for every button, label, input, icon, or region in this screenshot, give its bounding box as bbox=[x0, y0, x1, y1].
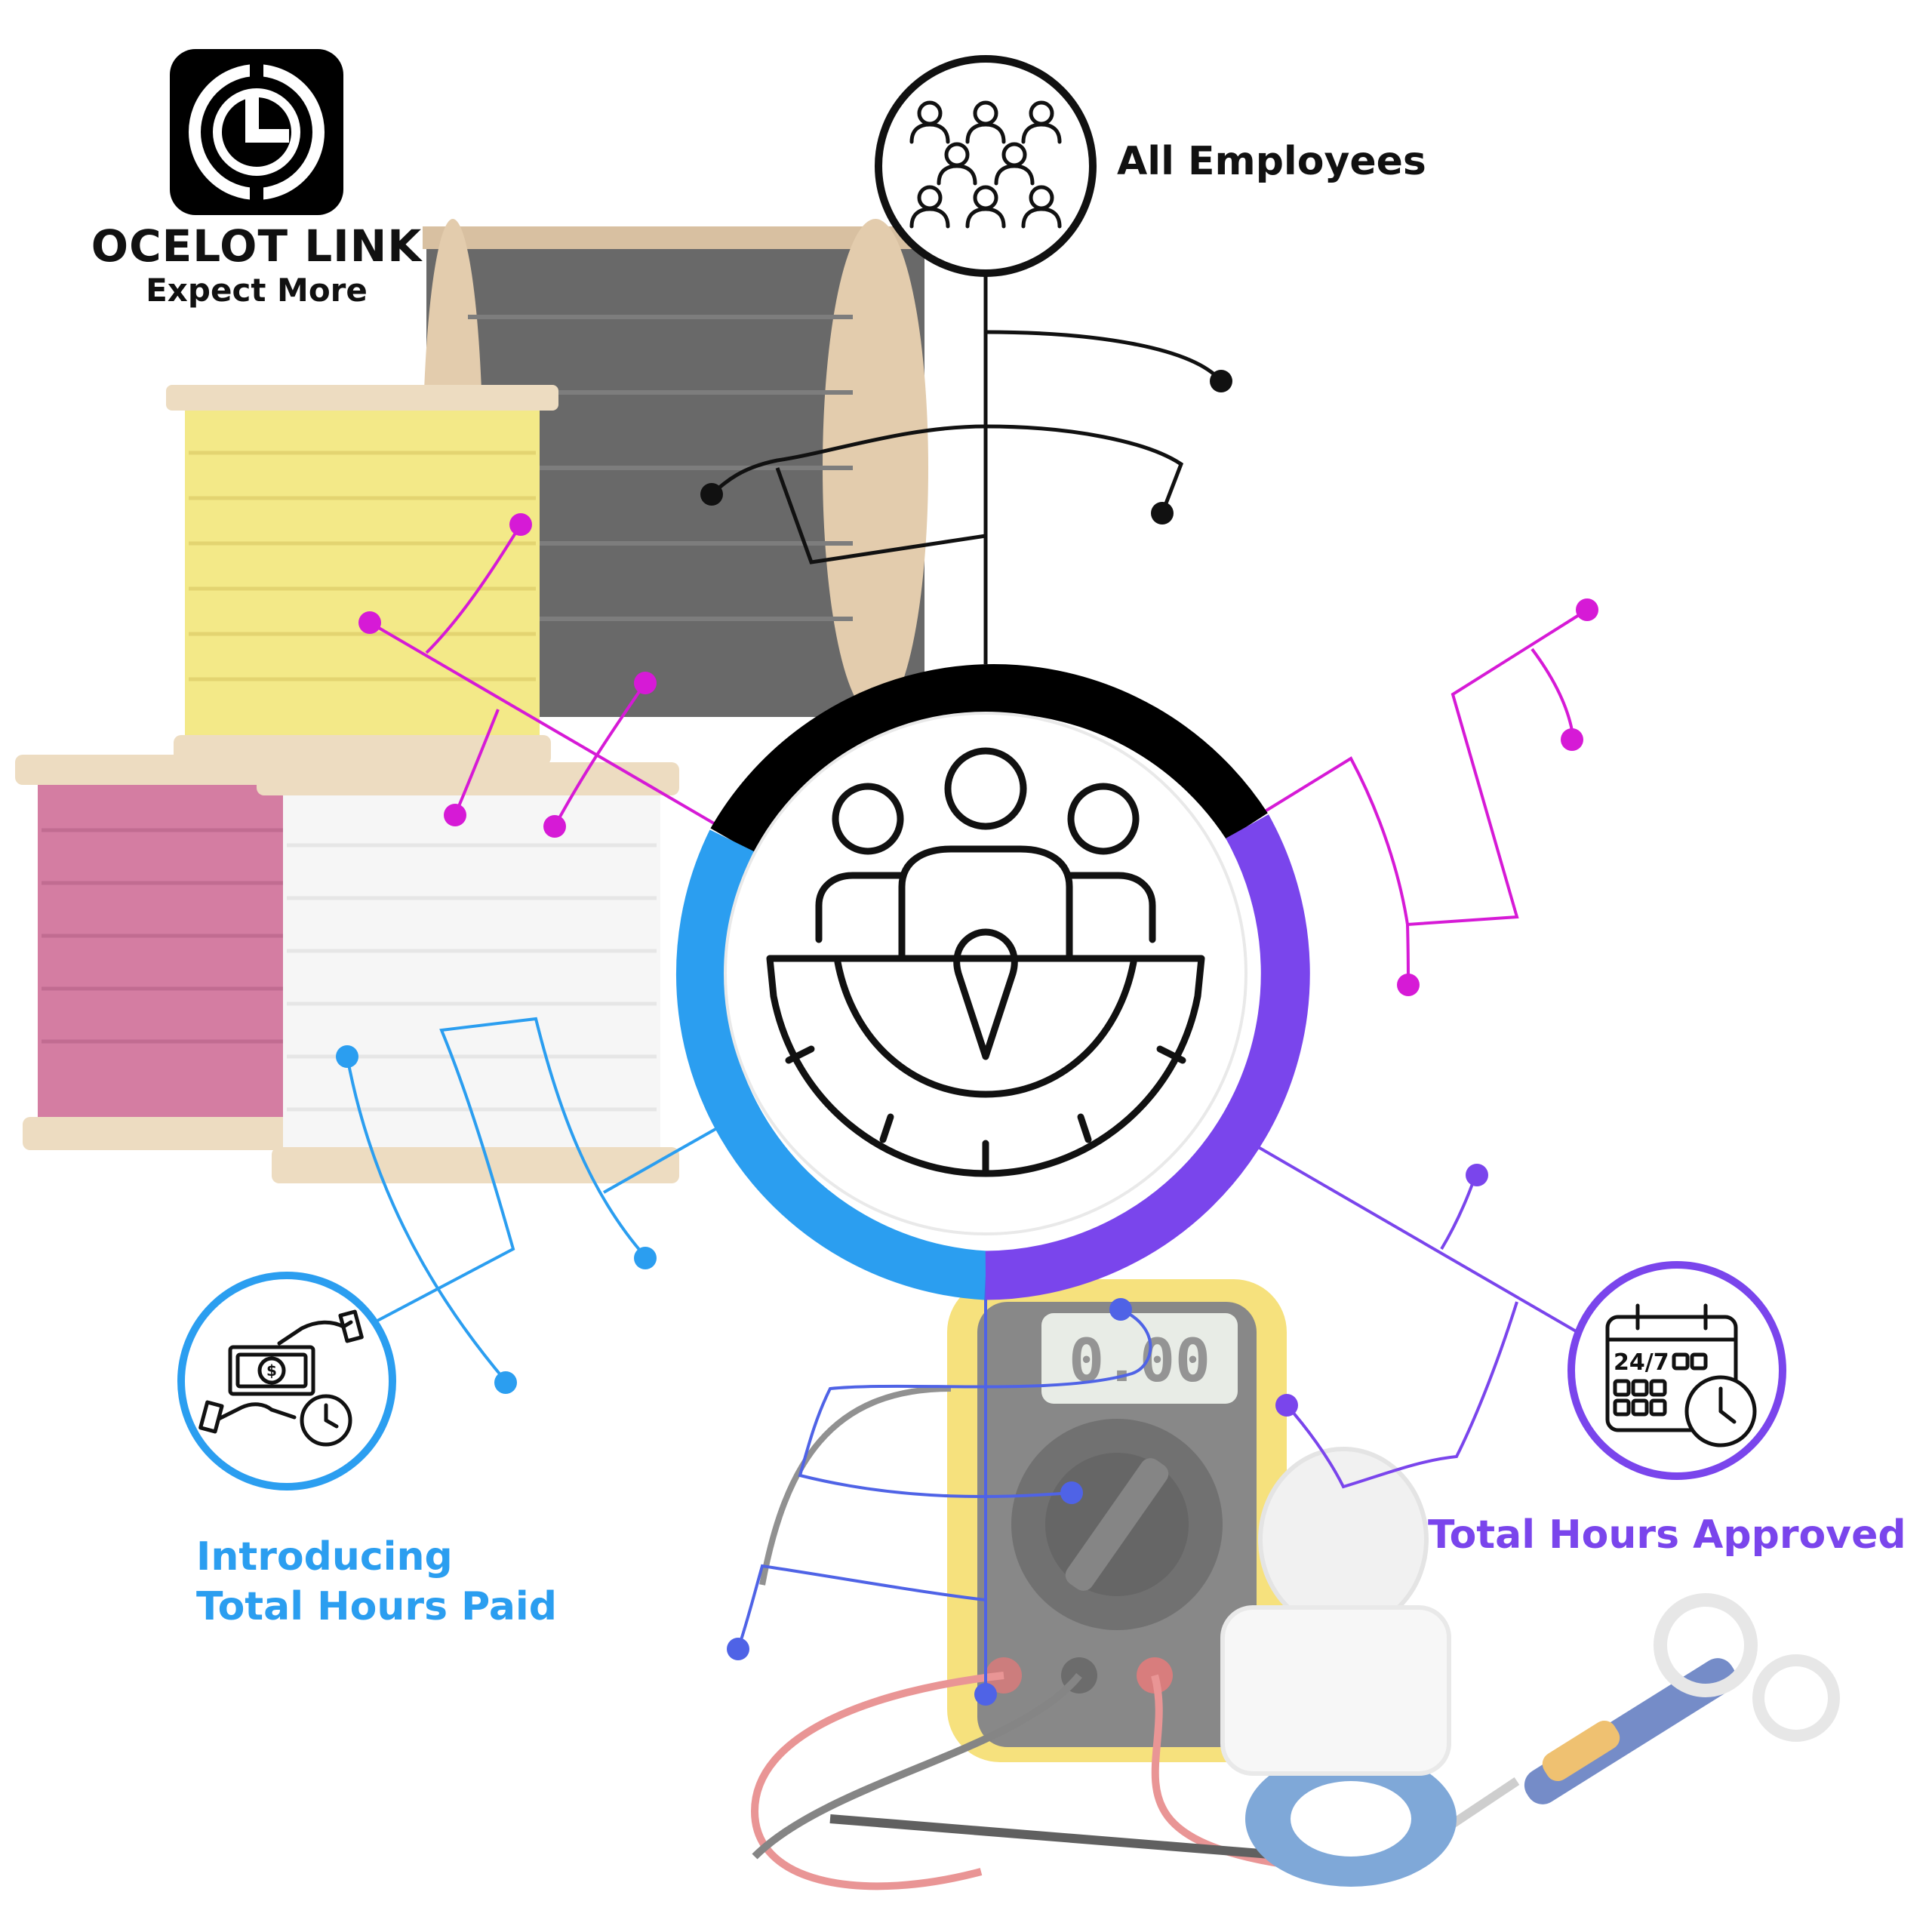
hub-ring-right-segment bbox=[985, 814, 1310, 1300]
total-hours-paid-label: Introducing Total Hours Paid bbox=[196, 1532, 557, 1632]
brand-logo: OCELOT LINK Expect More bbox=[75, 45, 438, 317]
indigo-bottom-connectors bbox=[737, 1275, 1152, 1694]
multimeter: 0.00 bbox=[947, 1279, 1287, 1762]
svg-text:$: $ bbox=[266, 1361, 277, 1380]
clock-l-logo-icon bbox=[189, 63, 325, 202]
logo-badge bbox=[170, 49, 343, 215]
brand-tagline: Expect More bbox=[146, 272, 368, 309]
all-employees-label: All Employees bbox=[1117, 139, 1426, 184]
white-wire-spool bbox=[257, 762, 679, 1183]
all-employees-node bbox=[875, 55, 1097, 277]
purple-right-dots bbox=[1275, 1164, 1488, 1417]
money-hands-clock-icon: $ bbox=[198, 1309, 364, 1447]
tape-roll bbox=[1245, 1751, 1457, 1887]
employees-connectors bbox=[710, 275, 1223, 664]
people-group-icon bbox=[909, 100, 1062, 229]
employees-connector-dots bbox=[700, 370, 1232, 525]
svg-text:0.00: 0.00 bbox=[1069, 1327, 1211, 1395]
yellow-wire-spool bbox=[166, 385, 558, 765]
hub-ring-top-segment bbox=[710, 664, 1268, 853]
total-hours-paid-line1: Introducing bbox=[196, 1534, 453, 1580]
hub-ring-left-segment bbox=[675, 829, 987, 1300]
electrical-accessories bbox=[1220, 1447, 1840, 1776]
total-hours-approved-label: Total Hours Approved bbox=[1428, 1512, 1906, 1558]
red-wire-spool bbox=[15, 755, 340, 1150]
total-hours-paid-line2: Total Hours Paid bbox=[196, 1584, 557, 1629]
magenta-right-dots bbox=[1397, 598, 1598, 996]
svg-text:24/7: 24/7 bbox=[1614, 1349, 1669, 1376]
purple-right-connectors bbox=[1244, 1138, 1579, 1489]
magenta-left-dots bbox=[358, 513, 657, 838]
total-hours-paid-node: $ bbox=[177, 1272, 396, 1491]
indigo-bottom-dots bbox=[727, 1298, 1132, 1706]
team-clock-hub-icon bbox=[766, 747, 1205, 1177]
total-hours-approved-node: 24/7 bbox=[1567, 1261, 1786, 1480]
calendar-24-7-clock-icon: 24/7 bbox=[1605, 1303, 1757, 1447]
brand-name: OCELOT LINK bbox=[91, 220, 423, 272]
blue-left-dots bbox=[336, 1045, 657, 1394]
magenta-left-connectors bbox=[368, 523, 734, 835]
blue-left-connectors bbox=[346, 1017, 718, 1383]
probe-leads bbox=[750, 1386, 1299, 1890]
